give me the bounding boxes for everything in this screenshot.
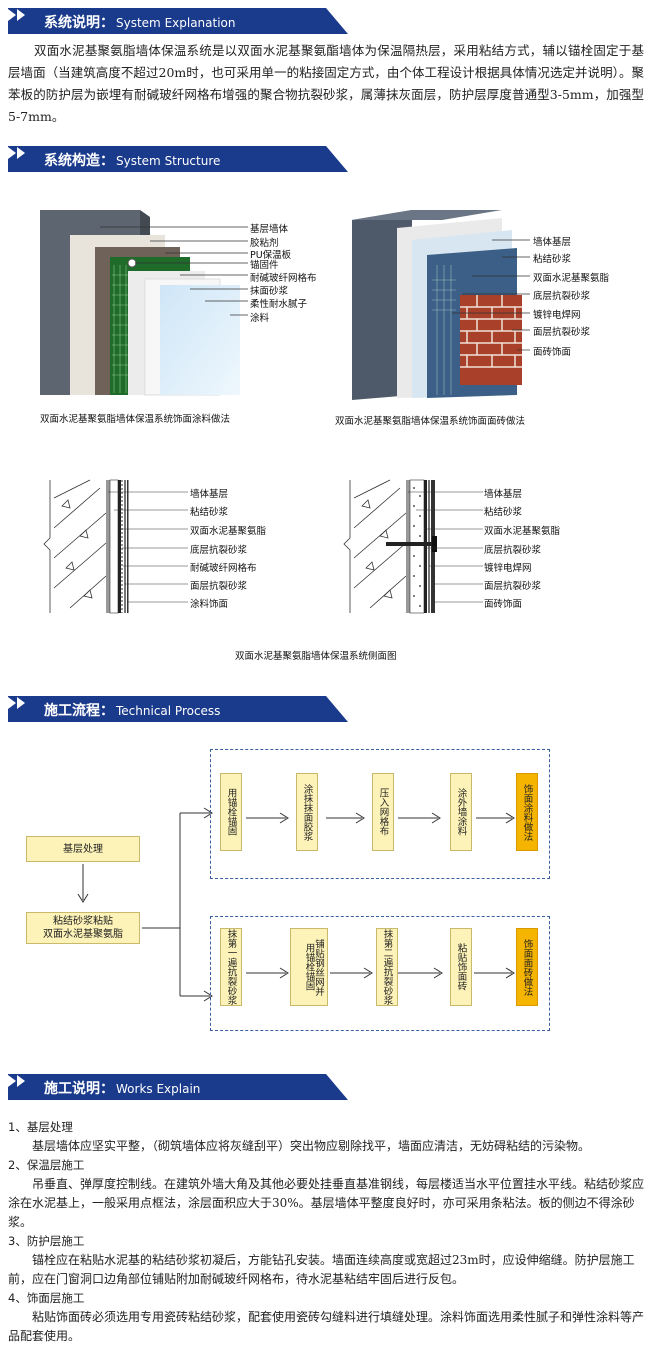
section1-label: 底层抗裂砂浆 xyxy=(190,545,248,556)
double-arrow-icon xyxy=(8,697,25,709)
diagram1-label: PU保温板 xyxy=(250,250,292,261)
section-header-process: 施工流程：Technical Process xyxy=(8,696,348,722)
works-item-title: 3、防护层施工 xyxy=(8,1234,85,1248)
diagram2-label: 底层抗裂砂浆 xyxy=(533,291,591,302)
section2-label: 粘结砂浆 xyxy=(484,507,523,518)
section2-label: 面砖饰面 xyxy=(484,599,523,610)
flow-step-press-mesh: 压入网格布 xyxy=(372,773,394,851)
diagram1-label: 锚固件 xyxy=(250,260,279,271)
flow-step-bonding-line2: 双面水泥基聚氨脂 xyxy=(43,929,123,940)
flow-step-plaster-mortar: 涂抹抹面胶浆 xyxy=(296,773,318,851)
diagram1-label: 基层墙体 xyxy=(250,224,289,235)
diagram2-label: 面层抗裂砂浆 xyxy=(533,327,591,338)
section2-label: 底层抗裂砂浆 xyxy=(484,545,542,556)
flow-step-first-crack-mortar: 抹第一遍抗裂砂浆 xyxy=(220,928,242,1006)
tile-process-group xyxy=(210,916,550,1031)
diagram2-label: 粘结砂浆 xyxy=(533,254,572,265)
section-title-cn: 系统说明： xyxy=(44,15,114,31)
section-title-en: Works Explain xyxy=(116,1082,201,1096)
flow-step-bonding-line1: 粘结砂浆粘贴 xyxy=(53,916,113,927)
section2-label: 面层抗裂砂浆 xyxy=(484,581,542,592)
explanation-paragraph: 双面水泥基聚氨脂墙体保温系统是以双面水泥基聚氨酯墙体为保温隔热层，采用粘结方式，… xyxy=(8,43,644,124)
flow-step-anchor: 用锚栓锚固 xyxy=(220,773,242,851)
flow-step-paste-tiles: 粘贴饰面砖 xyxy=(450,928,472,1006)
section-title-en: System Explanation xyxy=(116,16,236,30)
section-title-en: System Structure xyxy=(116,154,221,168)
diagram1-label: 胶粘剂 xyxy=(250,238,279,249)
flow-step-anchor-mesh-b: 铺贴钢丝网并 xyxy=(313,938,324,996)
diagram1-label: 抹面砂浆 xyxy=(250,286,289,297)
section1-label: 双面水泥基聚氨脂 xyxy=(190,526,267,537)
section-drawing-caption: 双面水泥基聚氨脂墙体保温系统侧面图 xyxy=(235,651,397,662)
flow-step-anchor-mesh: 用锚栓锚固 xyxy=(290,928,328,1006)
section1-label: 涂料饰面 xyxy=(190,599,229,610)
flow-result-tile: 饰面面砖做法 xyxy=(516,928,538,1006)
flow-result-coating: 饰面涂料做法 xyxy=(516,773,538,851)
section-header-explanation: 系统说明：System Explanation xyxy=(8,8,348,34)
diagram1-caption: 双面水泥基聚氨脂墙体保温系统饰面涂料做法 xyxy=(40,414,231,425)
works-item-title: 2、保温层施工 xyxy=(8,1158,85,1172)
double-arrow-icon xyxy=(8,9,25,21)
diagram2-label: 面砖饰面 xyxy=(533,347,572,358)
section1-label: 面层抗裂砂浆 xyxy=(190,581,248,592)
diagram2-label: 双面水泥基聚氨脂 xyxy=(533,273,610,284)
flow-step-anchor-mesh-a: 用锚栓锚固 xyxy=(303,943,315,991)
section-title-cn: 施工流程： xyxy=(44,703,114,719)
diagram1-label: 涂料 xyxy=(250,313,270,324)
coating-system-3d-illustration xyxy=(40,210,248,396)
works-item-body: 基层墙体应坚实平整，（砌筑墙体应将灰缝刮平）突出物应剔除找平，墙面应清洁，无妨碍… xyxy=(32,1139,591,1153)
section-title-cn: 系统构造： xyxy=(44,153,114,169)
section2-label: 墙体基层 xyxy=(484,489,523,500)
section2-label: 镀锌电焊网 xyxy=(484,563,532,574)
flow-step-second-crack-mortar: 抹第二遍抗裂砂浆 xyxy=(376,928,398,1006)
section-bar-shape xyxy=(8,146,348,172)
section-header-works: 施工说明：Works Explain xyxy=(8,1074,348,1100)
section-bar-shape xyxy=(8,1074,348,1100)
tile-section-drawing xyxy=(343,479,483,614)
section-title-en: Technical Process xyxy=(116,704,221,718)
section1-label: 耐碱玻纤网格布 xyxy=(190,563,257,574)
double-arrow-icon xyxy=(8,1075,25,1087)
works-item-title: 1、基层处理 xyxy=(8,1120,73,1134)
diagram2-label: 镀锌电焊网 xyxy=(533,310,581,321)
diagram1-label: 柔性耐水腻子 xyxy=(250,299,308,310)
works-item-body: 粘贴饰面砖必须选用专用瓷砖粘结砂浆，配套使用瓷砖勾缝料进行填缝处理。涂料饰面选用… xyxy=(8,1310,645,1343)
section-header-structure: 系统构造：System Structure xyxy=(8,146,348,172)
flow-step-base-treatment: 基层处理 xyxy=(26,836,140,862)
works-item-title: 4、饰面层施工 xyxy=(8,1291,85,1305)
section2-label: 双面水泥基聚氨脂 xyxy=(484,526,561,537)
double-arrow-icon xyxy=(8,147,25,159)
coating-process-group xyxy=(210,749,550,879)
diagram2-caption: 双面水泥基聚氨脂墙体保温系统饰面面砖做法 xyxy=(335,416,526,427)
section-bar-shape xyxy=(8,8,348,34)
section-bar-shape xyxy=(8,696,348,722)
works-item-body: 吊垂直、弹厚度控制线。在建筑外墙大角及其他必要处挂垂直基准钢线，每层楼适当水平位… xyxy=(8,1177,645,1229)
section1-label: 墙体基层 xyxy=(190,489,229,500)
tile-system-3d-illustration xyxy=(352,210,530,400)
section-title-cn: 施工说明： xyxy=(44,1081,114,1097)
diagram2-label: 墙体基层 xyxy=(533,237,572,248)
flow-step-apply-coating: 涂外墙涂料 xyxy=(450,773,472,851)
works-list: 1、基层处理 基层墙体应坚实平整，（砌筑墙体应将灰缝刮平）突出物应剔除找平，墙面… xyxy=(8,1118,644,1346)
flow-step-bonding: 粘结砂浆粘贴 双面水泥基聚氨脂 xyxy=(26,912,140,944)
section1-label: 粘结砂浆 xyxy=(190,507,229,518)
works-item-body: 锚栓应在粘贴水泥基的粘结砂浆初凝后，方能钻孔安装。墙面连续高度或宽超过23m时，… xyxy=(8,1253,635,1286)
coating-section-drawing xyxy=(43,479,188,614)
flowchart-connectors xyxy=(77,807,515,1002)
diagram1-label: 耐碱玻纤网格布 xyxy=(250,273,317,284)
